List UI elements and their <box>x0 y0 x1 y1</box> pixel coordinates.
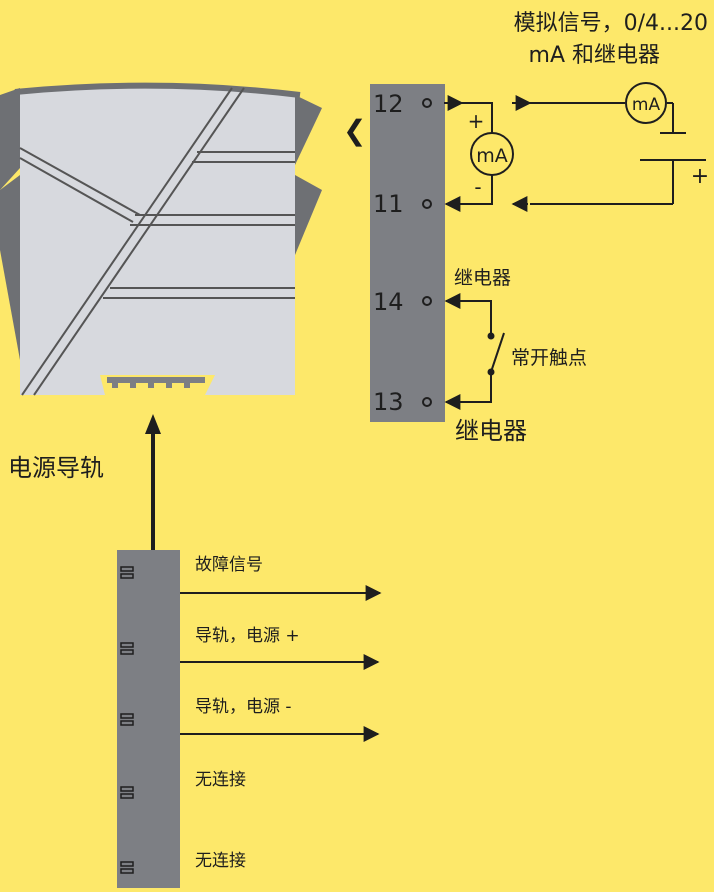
terminal-13: 13 <box>373 388 432 416</box>
output-title-line2: mA 和继电器 <box>529 43 660 68</box>
rail-pin-label: 无连接 <box>195 770 246 790</box>
module-right-tab-upper <box>295 95 322 165</box>
rail-pin-supply-minus: 导轨，电源 - <box>120 697 380 742</box>
rail-pin-label: 故障信号 <box>195 555 263 575</box>
terminal-14: 14 <box>373 288 432 316</box>
ammeter-label: mA <box>476 145 508 167</box>
rail-pin-label: 导轨，电源 + <box>195 626 300 646</box>
output-title-line1: 模拟信号，0/4...20 <box>514 11 708 36</box>
supply-battery: + <box>640 132 709 189</box>
relay-contact-wiring <box>444 293 505 410</box>
module-right-tab-lower <box>295 175 322 255</box>
chevron-left-icon: ❮ <box>343 114 366 147</box>
relay-contact-label: 常开触点 <box>511 347 587 369</box>
rail-pin-fault-signal: 故障信号 <box>120 555 382 601</box>
arrow-up-icon <box>145 414 161 434</box>
inline-meter-loop <box>444 95 493 212</box>
pin-contact-icon <box>120 566 134 579</box>
relay-label-bottom: 继电器 <box>455 417 527 445</box>
pin-contact-icon <box>120 642 134 655</box>
terminal-screw-icon <box>422 296 432 306</box>
relay-switch-icon <box>490 332 505 373</box>
power-rail-strip <box>117 550 180 888</box>
terminal-number: 12 <box>373 90 404 118</box>
ammeter-label: mA <box>632 95 661 115</box>
ammeter-plus: + <box>468 109 485 133</box>
terminal-number: 11 <box>373 190 404 218</box>
power-rail-label: 电源导轨 <box>8 454 104 482</box>
terminal-screw-icon <box>422 199 432 209</box>
rail-pin-no-connection-1: 无连接 <box>120 770 246 799</box>
terminal-11: 11 <box>373 190 432 218</box>
terminal-screw-icon <box>422 397 432 407</box>
pin-contact-icon <box>120 713 134 726</box>
rail-pin-no-connection-2: 无连接 <box>120 851 246 874</box>
relay-label-top: 继电器 <box>454 267 511 289</box>
module-body <box>20 86 295 395</box>
inline-ma-meter: mA + - <box>468 109 514 199</box>
terminal-number: 13 <box>373 388 404 416</box>
pin-contact-icon <box>120 861 134 874</box>
pin-contact-icon <box>120 786 134 799</box>
terminal-12: 12 <box>373 90 432 118</box>
ammeter-icon <box>625 82 667 124</box>
output-terminal-strip <box>370 84 445 422</box>
module-top-rim <box>14 82 301 98</box>
terminal-number: 14 <box>373 288 404 316</box>
terminal-screw-icon <box>422 98 432 108</box>
remote-meter-loop <box>511 95 674 212</box>
rail-pin-supply-plus: 导轨，电源 + <box>120 626 380 670</box>
module-bus-connector <box>107 377 205 383</box>
rail-pin-label: 导轨，电源 - <box>195 697 292 717</box>
rail-pin-label: 无连接 <box>195 851 246 871</box>
ammeter-icon <box>470 132 514 176</box>
remote-ma-meter: mA <box>625 82 667 124</box>
supply-plus: + <box>691 164 709 189</box>
module-housing <box>0 82 322 396</box>
module-left-tab-upper <box>0 88 20 190</box>
ammeter-minus: - <box>474 175 481 199</box>
module-left-tab-lower <box>0 175 20 360</box>
